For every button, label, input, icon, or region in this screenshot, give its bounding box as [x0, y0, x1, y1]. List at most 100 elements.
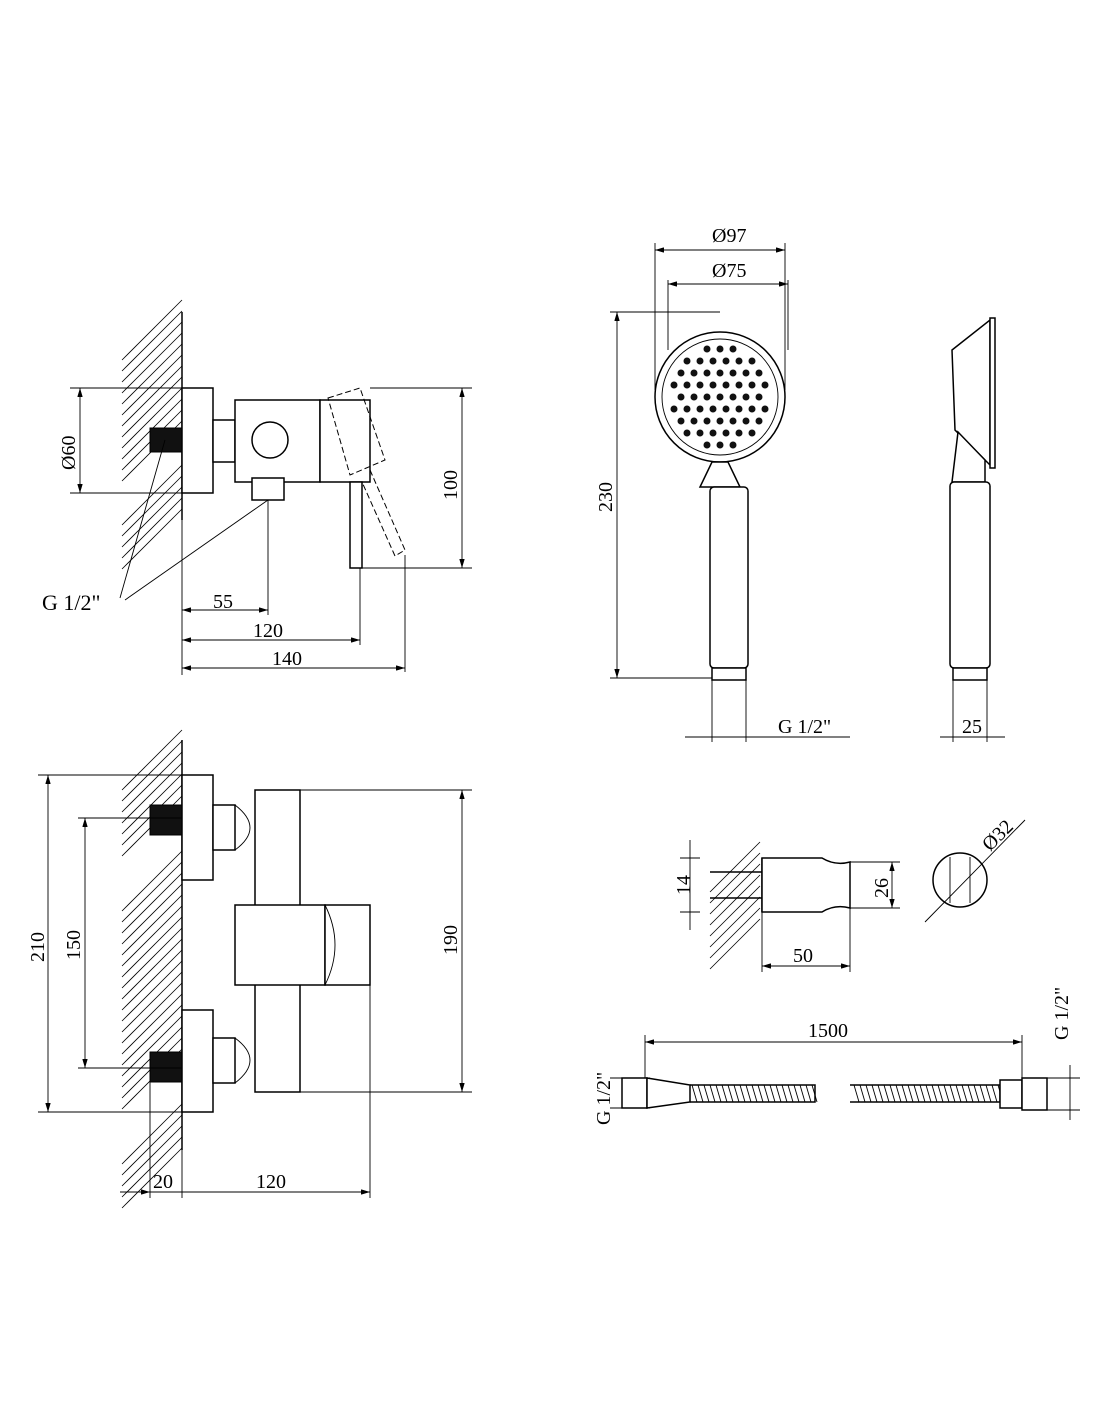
dim-diameter-97: Ø97: [712, 225, 746, 247]
wall-hatch: [121, 299, 183, 570]
hatch-line: [121, 861, 183, 923]
pipe-inlet: [149, 427, 183, 453]
hatch-line: [121, 1136, 183, 1198]
hatch-line: [709, 907, 761, 959]
coil: [871, 1084, 878, 1103]
dim-1500: 1500: [808, 1020, 848, 1042]
coil: [739, 1084, 746, 1103]
nozzle: [755, 393, 763, 401]
hatch-line: [121, 1147, 183, 1209]
hatch-line: [121, 916, 183, 978]
hatch-line: [121, 762, 183, 824]
outlet: [251, 477, 285, 501]
wall-holder: 14 26 50 Ø32: [673, 816, 1026, 972]
nozzle: [709, 429, 717, 437]
coil: [751, 1084, 758, 1103]
dim-diameter-32: Ø32: [978, 816, 1018, 856]
coil: [907, 1084, 914, 1103]
hatch-line: [121, 508, 183, 570]
nozzles: [670, 345, 769, 449]
coil: [991, 1084, 998, 1103]
coil: [805, 1084, 812, 1103]
coil: [763, 1084, 770, 1103]
hatch-line: [121, 960, 183, 1022]
coil: [697, 1084, 704, 1103]
shower-head-side: 25: [940, 317, 1005, 742]
coil: [967, 1084, 974, 1103]
hatch-line: [121, 894, 183, 956]
coil: [859, 1084, 866, 1103]
coil: [949, 1084, 956, 1103]
hatch-line: [121, 321, 183, 383]
hatch-line: [709, 885, 761, 937]
nozzle: [690, 369, 698, 377]
nozzle: [729, 345, 737, 353]
dim-20: 20: [153, 1171, 173, 1193]
nozzle: [696, 405, 704, 413]
coil: [757, 1084, 764, 1103]
nozzle: [716, 345, 724, 353]
coil: [883, 1084, 890, 1103]
dim-100: 100: [440, 470, 462, 500]
hatch-line: [121, 464, 183, 526]
coil: [865, 1084, 872, 1103]
nozzle: [677, 417, 685, 425]
hose-coils: [690, 1084, 1004, 1103]
shower-head-front: Ø97 Ø75 230 G 1/2": [595, 225, 850, 742]
coil: [703, 1084, 710, 1103]
nozzle: [670, 405, 678, 413]
nozzle: [729, 417, 737, 425]
nozzle: [761, 405, 769, 413]
lever: [349, 481, 363, 569]
coil: [913, 1084, 920, 1103]
nozzle: [683, 405, 691, 413]
hatch-line: [121, 332, 183, 394]
hatch-line: [121, 310, 183, 372]
nozzle: [683, 429, 691, 437]
hatch-line: [121, 773, 183, 835]
nozzle: [716, 393, 724, 401]
coil: [925, 1084, 932, 1103]
nozzle: [690, 417, 698, 425]
hatch-line: [121, 475, 183, 537]
dim-140: 140: [272, 648, 302, 670]
coil: [787, 1084, 794, 1103]
hatch-line: [121, 971, 183, 1033]
dim-25: 25: [962, 716, 982, 738]
coil: [745, 1084, 752, 1103]
nozzle: [677, 369, 685, 377]
nozzle: [729, 441, 737, 449]
hatch-line: [121, 1004, 183, 1066]
coil: [691, 1084, 698, 1103]
nozzle: [755, 417, 763, 425]
coil: [733, 1084, 740, 1103]
nozzle: [709, 357, 717, 365]
nozzle: [696, 429, 704, 437]
nozzle: [742, 393, 750, 401]
wall-hatch: [709, 841, 761, 970]
hatch-line: [121, 387, 183, 449]
nozzle: [716, 417, 724, 425]
nozzle: [683, 357, 691, 365]
nozzle: [729, 393, 737, 401]
hatch-line: [121, 1114, 183, 1176]
nozzle: [677, 393, 685, 401]
nozzle: [703, 441, 711, 449]
dim-230: 230: [595, 482, 617, 512]
hatch-line: [121, 850, 183, 912]
dim-26: 26: [871, 878, 893, 898]
hatch-line: [709, 874, 761, 926]
dim-diameter-75: Ø75: [712, 260, 746, 282]
nozzle: [755, 369, 763, 377]
hatch-line: [121, 1015, 183, 1077]
nozzle: [716, 441, 724, 449]
nozzle: [748, 405, 756, 413]
hatch-line: [121, 982, 183, 1044]
hatch-line: [121, 497, 183, 559]
coil: [955, 1084, 962, 1103]
dim-150: 150: [63, 930, 85, 960]
mixer-front-view: 210 150 190 20 120: [27, 729, 472, 1209]
nozzle: [735, 381, 743, 389]
hatch-line: [121, 365, 183, 427]
